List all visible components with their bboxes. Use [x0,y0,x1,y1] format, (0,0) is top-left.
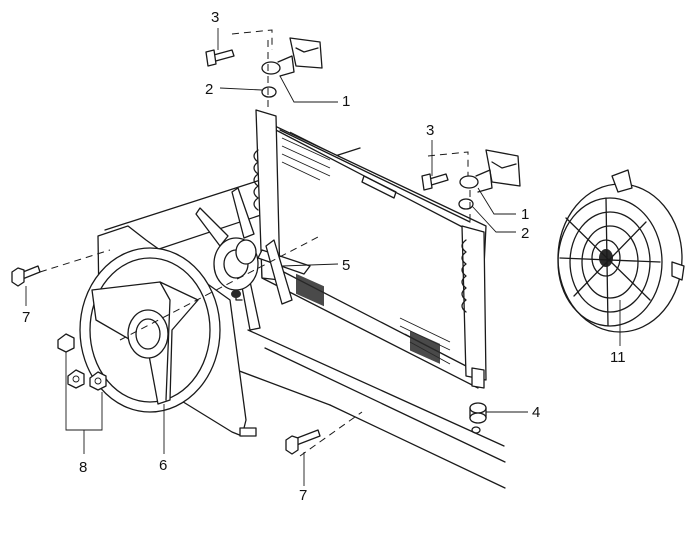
upper-right-mount [421,149,521,210]
callout-2-upper-right: 2 [521,225,529,242]
bolts [11,265,321,455]
fan-assembly [195,187,311,331]
upper-left-mount [205,29,323,98]
callout-6-shroud: 6 [159,457,167,474]
alignment-guides [39,40,471,457]
fan-shroud [79,225,257,437]
callout-4-bushing: 4 [532,404,540,421]
lower-bushing [469,402,487,434]
callout-7-lower-bolt: 7 [299,487,307,504]
callout-labels: 1 2 3 3 1 2 5 7 11 4 8 6 7 [22,9,626,504]
callout-5-fan: 5 [342,257,350,274]
callout-7-left-bolt: 7 [22,309,30,326]
auxiliary-fan [557,169,685,333]
nuts [57,333,107,391]
leader-lines [25,28,621,486]
callout-8-nuts: 8 [79,459,87,476]
callout-3-upper-left: 3 [211,9,219,26]
callout-2-upper-left: 2 [205,81,213,98]
callout-11-aux-fan: 11 [610,349,626,366]
radiator-core [253,109,487,389]
callout-1-upper-right: 1 [521,206,529,223]
callout-3-upper-right: 3 [426,122,434,139]
callout-1-upper-left: 1 [342,93,350,110]
